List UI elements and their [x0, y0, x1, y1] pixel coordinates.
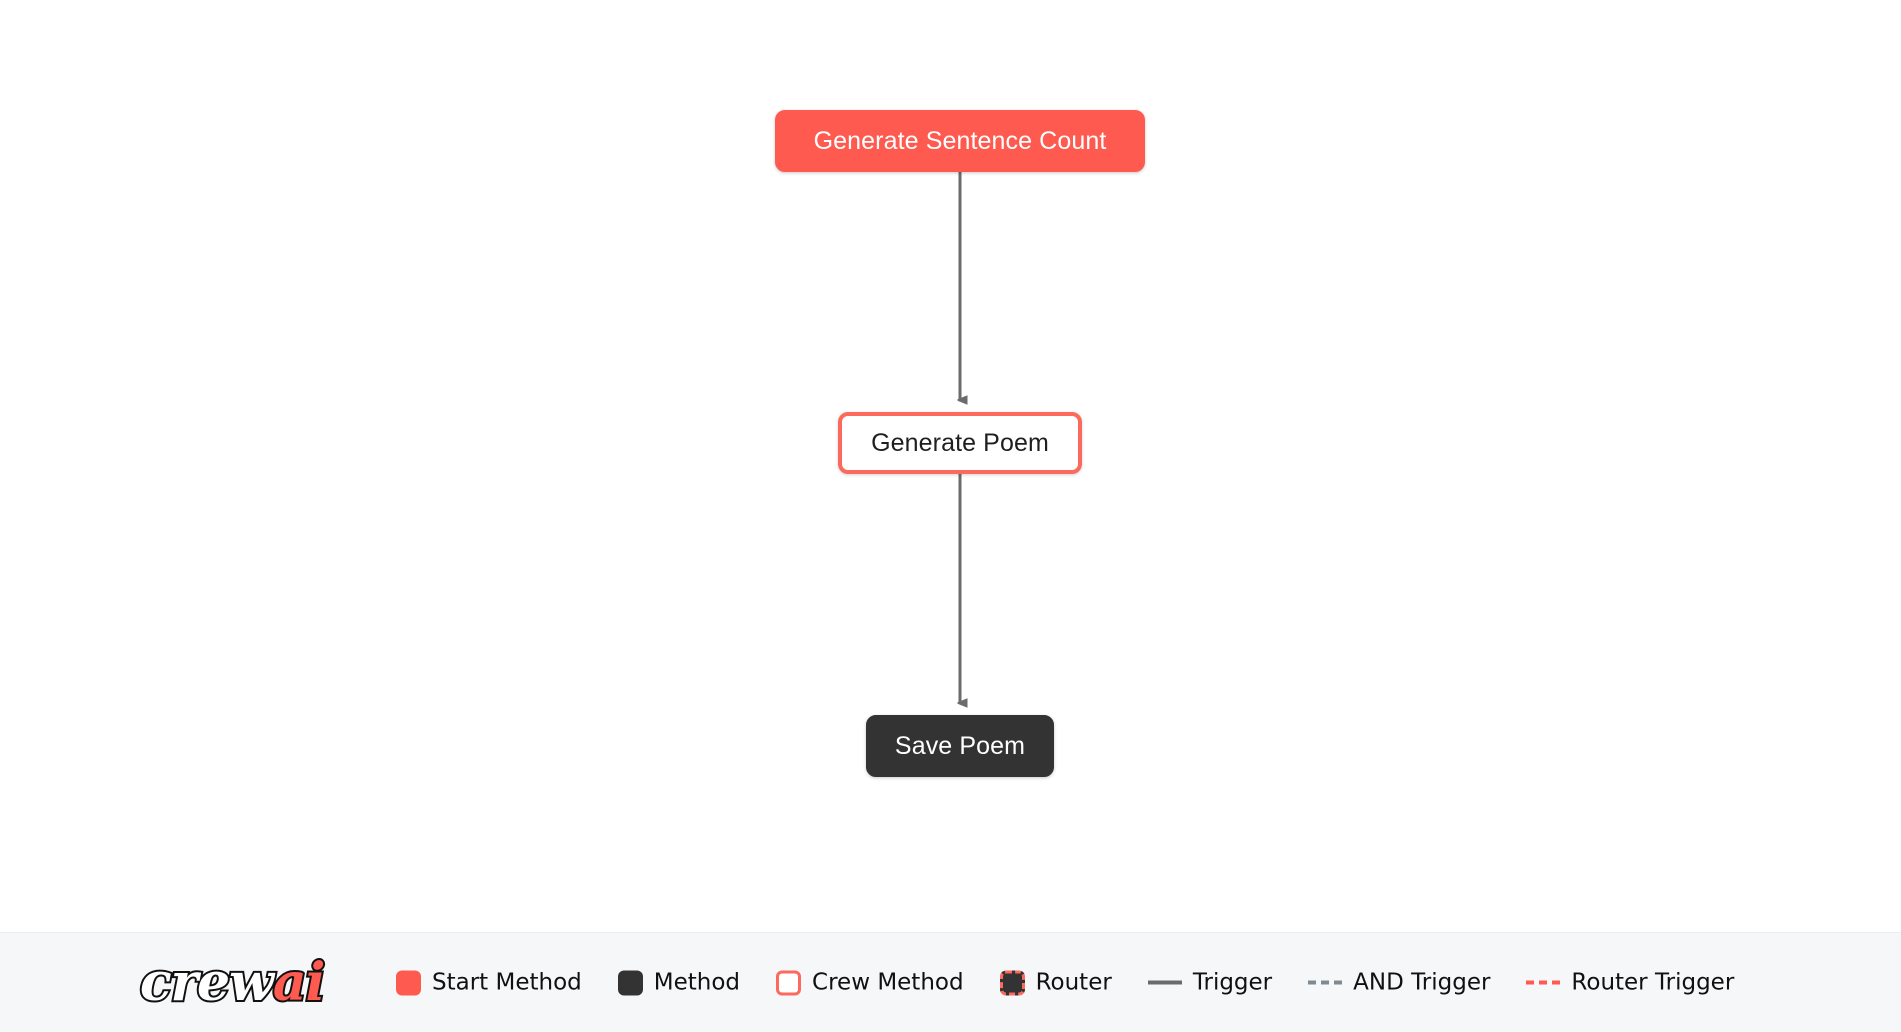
logo-text-crew: crew [138, 951, 276, 1013]
legend-item-label: Start Method [432, 969, 582, 995]
legend-item-start-method: Start Method [396, 970, 582, 995]
router-swatch-icon [999, 970, 1025, 995]
legend-item-method: Method [617, 969, 741, 995]
router-trigger-line-icon [1526, 980, 1561, 985]
legend-items: Start Method Method Crew Method Router T… [396, 970, 1734, 995]
legend-item-label: AND Trigger [1353, 969, 1491, 995]
crew-method-swatch-icon [776, 970, 802, 995]
legend-item-trigger: Trigger [1147, 969, 1273, 995]
legend-item-label: Method [653, 969, 741, 995]
flow-node-generate-sentence-count[interactable]: Generate Sentence Count [775, 110, 1145, 172]
logo-text-ai: ai [271, 951, 327, 1013]
flow-node-label: Generate Poem [871, 428, 1049, 457]
legend-item-crew-method: Crew Method [776, 970, 964, 995]
and-trigger-line-icon [1308, 980, 1343, 985]
legend-item-label: Trigger [1192, 969, 1273, 995]
flow-node-label: Generate Sentence Count [813, 126, 1107, 155]
legend-item-router-trigger: Router Trigger [1526, 971, 1734, 994]
legend-item-label: Crew Method [812, 969, 964, 995]
method-swatch-icon [617, 970, 643, 995]
legend-item-label: Router [1035, 969, 1112, 995]
flow-node-generate-poem[interactable]: Generate Poem [838, 412, 1082, 474]
start-method-swatch-icon [396, 970, 421, 995]
flow-node-save-poem[interactable]: Save Poem [866, 715, 1054, 777]
legend-item-label: Router Trigger [1571, 969, 1735, 995]
trigger-line-icon [1147, 980, 1182, 985]
flow-canvas[interactable]: Generate Sentence Count Generate Poem Sa… [0, 0, 1901, 932]
legend-item-router: Router [999, 969, 1112, 995]
legend-item-and-trigger: AND Trigger [1308, 971, 1490, 994]
flow-node-label: Save Poem [894, 731, 1026, 760]
